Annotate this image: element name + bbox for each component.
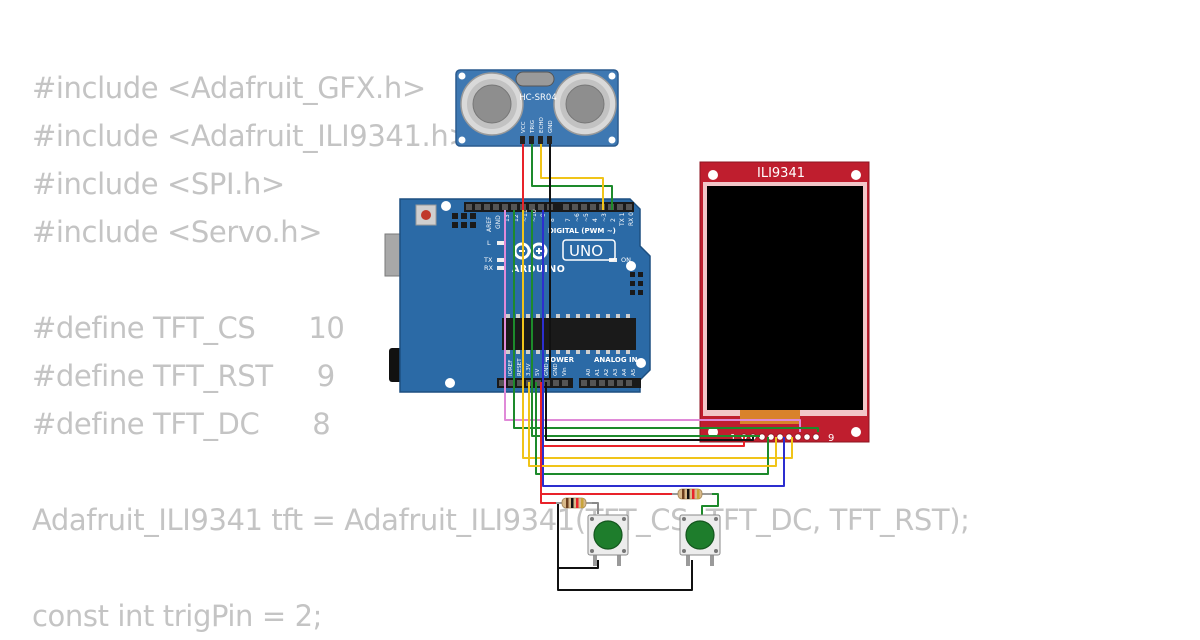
code-line: #define TFT_RST 9	[32, 359, 335, 393]
power-pin-label: GND	[553, 363, 559, 376]
wire-green-display-a[interactable]	[513, 210, 819, 432]
header-label-gnd: GND	[495, 215, 502, 229]
digital-pin-label: ~3	[601, 213, 608, 222]
sensor-pin[interactable]	[547, 136, 552, 144]
digital-pin-label: ~6	[574, 213, 581, 222]
code-line: #include <Adafruit_GFX.h>	[32, 71, 426, 105]
wire-blue-display[interactable]	[542, 210, 785, 487]
wire-gray-button-left[interactable]	[592, 502, 599, 514]
code-line: #define TFT_CS 10	[32, 311, 345, 345]
led-rx-label: RX	[484, 264, 494, 272]
code-line: #include <SPI.h>	[32, 167, 285, 201]
sensor-pin[interactable]	[529, 136, 534, 144]
power-pin-label: Vin	[562, 367, 568, 376]
analog-pin-label: A5	[631, 368, 637, 376]
arduino-model-label: UNO	[569, 242, 603, 260]
wire-black-buttons[interactable]	[557, 503, 599, 569]
analog-header-label: ANALOG IN	[594, 356, 638, 364]
power-pin-label: 3.3V	[526, 363, 532, 376]
tft-display-module[interactable]: ILI9341 1 9	[699, 161, 870, 444]
display-pin[interactable]	[776, 433, 784, 441]
digital-pin-label: ~11	[522, 209, 529, 222]
display-screen	[707, 186, 863, 410]
code-line: #define TFT_DC 8	[32, 407, 331, 441]
push-button-left[interactable]	[587, 514, 629, 566]
sensor-transducer-right-icon	[553, 72, 617, 136]
analog-pin-label: A4	[622, 368, 628, 376]
wire-green-display-b[interactable]	[531, 210, 760, 437]
power-pin-label: RESET	[517, 358, 523, 376]
led-l-label: L	[487, 239, 491, 247]
ultrasonic-sensor[interactable]: HC-SR04 VCC TRIG ECHO GND	[455, 69, 619, 147]
wire-green-sensor-trig[interactable]	[531, 144, 613, 210]
display-pin-last-label: 9	[828, 433, 834, 444]
led-tx-label: TX	[483, 256, 493, 264]
arduino-uno-board[interactable]: AREF GND 13 12 ~11 ~10 ~9 8 7 ~6 ~5 4 ~3…	[384, 198, 651, 393]
analog-pin-label: A1	[595, 369, 601, 376]
wire-green-display-c[interactable]	[535, 382, 769, 475]
sensor-pin-label: ECHO	[539, 117, 545, 133]
wire-yellow-display-b[interactable]	[528, 382, 777, 467]
resistor[interactable]	[556, 497, 592, 509]
display-pin-first-label: 1	[730, 433, 736, 444]
wire-pink-display[interactable]	[504, 210, 801, 432]
resistor[interactable]	[672, 488, 712, 500]
power-pin-label: GND	[544, 363, 550, 376]
sensor-pin-label: VCC	[521, 121, 527, 133]
code-line: #include <Adafruit_ILI9341.h>	[32, 119, 473, 153]
digital-pin-label: 13	[504, 214, 511, 222]
arduino-brand-label: ARDUINO	[512, 264, 565, 275]
display-pin[interactable]	[803, 433, 811, 441]
digital-pin-label: 4	[592, 218, 599, 222]
display-pin[interactable]	[812, 433, 820, 441]
sensor-model-label: HC-SR04	[519, 93, 557, 103]
code-line: #include <Servo.h>	[32, 215, 323, 249]
code-line: const int trigPin = 2;	[32, 599, 322, 633]
display-pin[interactable]	[794, 433, 802, 441]
digital-header-label: DIGITAL (PWM ~)	[548, 227, 616, 235]
code-editor[interactable]: #include <Adafruit_GFX.h> #include <Adafr…	[32, 64, 970, 640]
wire-yellow-sensor-echo[interactable]	[540, 144, 604, 210]
digital-pin-label: 12	[513, 214, 520, 222]
wire-black-display[interactable]	[545, 382, 754, 441]
digital-pin-label: 2	[610, 218, 617, 222]
power-header-label: POWER	[545, 356, 575, 364]
wire-black-buttons-bottom[interactable]	[557, 560, 693, 591]
sensor-pin-label: GND	[548, 120, 554, 133]
code-line: Adafruit_ILI9341 tft = Adafruit_ILI9341(…	[32, 503, 970, 537]
microcontroller-chip	[502, 318, 636, 350]
sensor-transducer-left-icon	[460, 72, 524, 136]
digital-pin-label: RX 0	[628, 212, 635, 226]
power-pin-label: IOREF	[508, 360, 514, 376]
sensor-pin[interactable]	[520, 136, 525, 144]
power-pin-label: 5V	[535, 369, 541, 376]
digital-pin-label: 7	[565, 218, 572, 222]
digital-pin-label: ~5	[583, 213, 590, 222]
wire-yellow-display[interactable]	[522, 210, 793, 459]
analog-pin-label: A3	[613, 368, 619, 376]
analog-pin-label: A2	[604, 369, 610, 376]
wire-green-button-right[interactable]	[701, 493, 719, 516]
led-on-label: ON	[621, 256, 631, 264]
header-label-aref: AREF	[486, 216, 493, 232]
sensor-pin[interactable]	[538, 136, 543, 144]
digital-pin-label: 8	[549, 218, 556, 222]
sensor-pin-label: TRIG	[530, 120, 536, 134]
digital-pin-label: ~10	[531, 209, 538, 222]
wires[interactable]	[504, 144, 819, 591]
analog-pin-label: A0	[586, 368, 592, 376]
push-button-right[interactable]	[679, 514, 721, 566]
display-title: ILI9341	[757, 166, 805, 181]
wire-red-display[interactable]	[540, 382, 745, 447]
digital-pin-label: TX 1	[619, 212, 626, 227]
wire-red-resistor-left[interactable]	[540, 494, 556, 504]
